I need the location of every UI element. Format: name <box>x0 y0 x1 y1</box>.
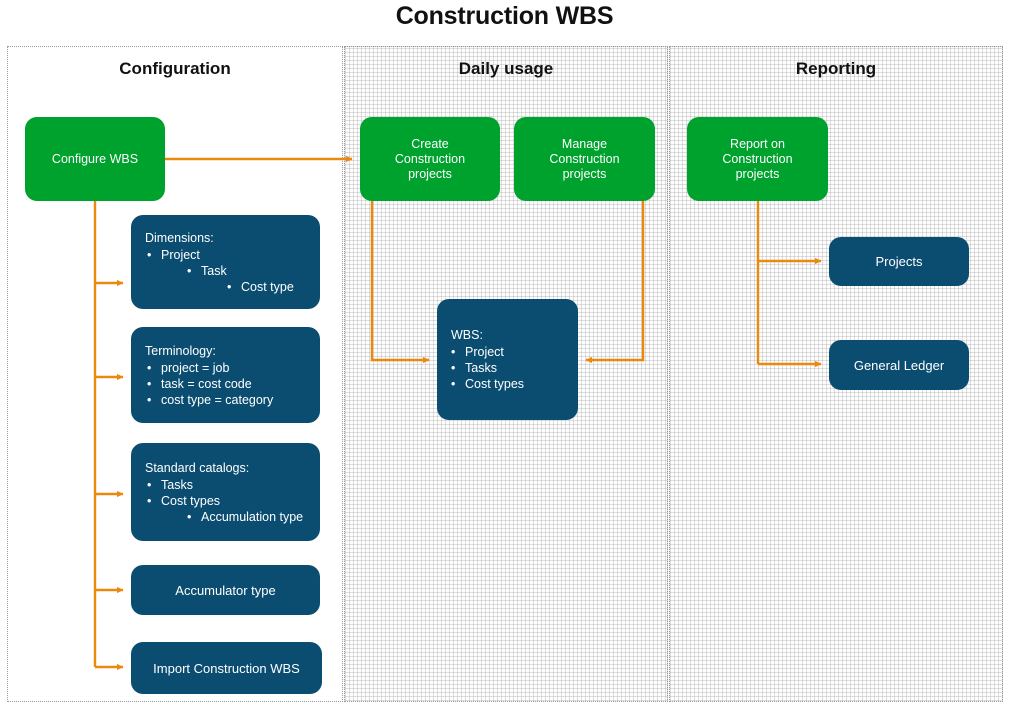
list-item: •Task <box>187 263 227 278</box>
node-label: Configure WBS <box>51 151 139 166</box>
list-item: •Cost type <box>227 279 294 294</box>
list-item: •cost type = category <box>147 392 274 407</box>
list-item: •Project <box>451 345 504 359</box>
page-title: Construction WBS <box>395 2 614 30</box>
swimlane-title-configuration: Configuration <box>119 59 231 78</box>
node-heading: Terminology: <box>145 343 216 358</box>
node-heading: Standard catalogs: <box>145 460 250 475</box>
swimlane-title-reporting: Reporting <box>795 59 877 78</box>
node-create-construction-projects[interactable]: Create Construction projects <box>360 117 500 201</box>
node-import-construction-wbs[interactable]: Import Construction WBS <box>131 642 322 694</box>
node-heading: Dimensions: <box>145 230 214 245</box>
node-wbs[interactable]: WBS: •Project •Tasks •Cost types <box>437 299 578 420</box>
node-heading: WBS: <box>451 328 483 342</box>
list-item: •Accumulation type <box>187 509 304 524</box>
node-label: General Ledger <box>853 357 945 373</box>
node-terminology[interactable]: Terminology: •project = job •task = cost… <box>131 327 320 423</box>
node-configure-wbs[interactable]: Configure WBS <box>25 117 165 201</box>
node-projects[interactable]: Projects <box>829 237 969 286</box>
node-label: Report on Construction projects <box>722 136 793 181</box>
list-item: •Cost types <box>451 377 525 391</box>
node-manage-construction-projects[interactable]: Manage Construction projects <box>514 117 655 201</box>
node-label: Create Construction projects <box>394 136 466 181</box>
node-dimensions[interactable]: Dimensions: •Project •Task •Cost type <box>131 215 320 309</box>
node-label: Projects <box>875 254 923 269</box>
swimlane-title-daily-usage: Daily usage <box>458 59 554 78</box>
list-item: •Cost types <box>147 493 221 508</box>
node-label: Manage Construction projects <box>549 136 620 181</box>
node-label: Accumulator type <box>175 582 276 598</box>
list-item: •task = cost code <box>147 376 252 391</box>
list-item: •project = job <box>147 360 230 375</box>
node-report-on-construction-projects[interactable]: Report on Construction projects <box>687 117 828 201</box>
node-accumulator-type[interactable]: Accumulator type <box>131 565 320 615</box>
node-standard-catalogs[interactable]: Standard catalogs: •Tasks •Cost types •A… <box>131 443 320 541</box>
node-general-ledger[interactable]: General Ledger <box>829 340 969 390</box>
node-label: Import Construction WBS <box>153 660 300 676</box>
list-item: •Tasks <box>147 477 193 492</box>
list-item: •Project <box>147 247 200 262</box>
list-item: •Tasks <box>451 361 497 375</box>
